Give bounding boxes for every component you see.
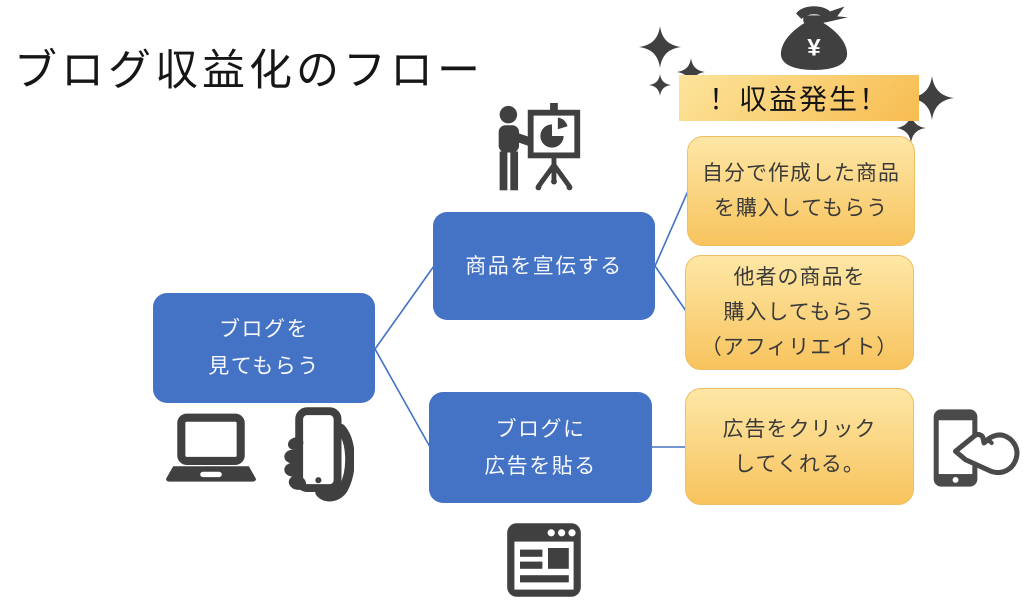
sparkle-icon [910, 76, 954, 120]
presenter-pie-chart-icon [488, 103, 585, 200]
sparkle-icon [649, 74, 671, 96]
node-place-ads: ブログに 広告を貼る [429, 392, 652, 503]
node-own-product-purchase: 自分で作成した商品 を購入してもらう [687, 136, 915, 246]
revenue-banner: ！収益発生！ [679, 75, 919, 121]
page-title: ブログ収益化のフロー [14, 47, 484, 95]
laptop-icon [166, 410, 256, 492]
yen-symbol: ¥ [807, 35, 821, 62]
node-promote-products: 商品を宣伝する [433, 212, 655, 320]
money-bag-icon: ¥ [768, 2, 860, 70]
smartphone-in-hand-icon [274, 406, 354, 502]
browser-window-icon [504, 518, 584, 602]
node-ad-click: 広告をクリック してくれる。 [685, 388, 914, 505]
connector-promote-affiliate [654, 265, 687, 312]
sparkle-icon [677, 58, 705, 86]
node-view-blog: ブログを 見てもらう [153, 293, 375, 403]
connector-start-ads [374, 348, 431, 448]
phone-tap-hand-icon [926, 406, 1022, 490]
sparkle-icon [639, 26, 681, 68]
connector-promote-own [654, 190, 689, 267]
connector-start-promote [374, 265, 435, 350]
sparkle-icon [896, 113, 926, 143]
node-affiliate-purchase: 他者の商品を 購入してもらう （アフィリエイト） [685, 255, 914, 370]
